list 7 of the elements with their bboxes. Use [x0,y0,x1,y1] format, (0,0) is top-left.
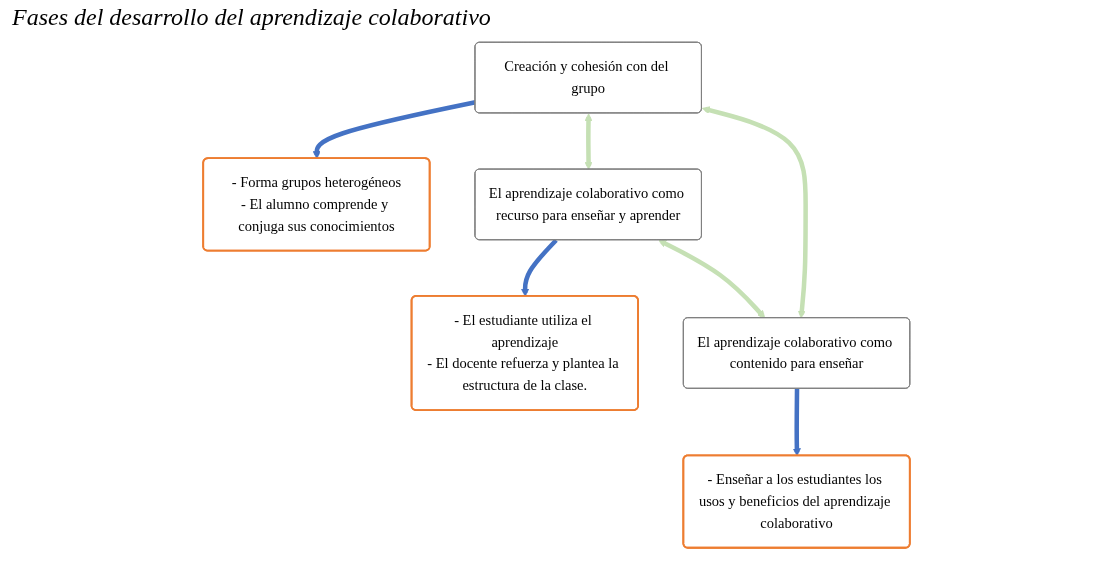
arrow [792,388,801,457]
arrow [584,113,593,170]
arrow [312,99,476,159]
diagram-title: Fases del desarrollo del aprendizaje colaborativo [12,4,492,31]
arrow [521,238,558,297]
arrow [658,239,766,319]
arrow [701,106,808,319]
